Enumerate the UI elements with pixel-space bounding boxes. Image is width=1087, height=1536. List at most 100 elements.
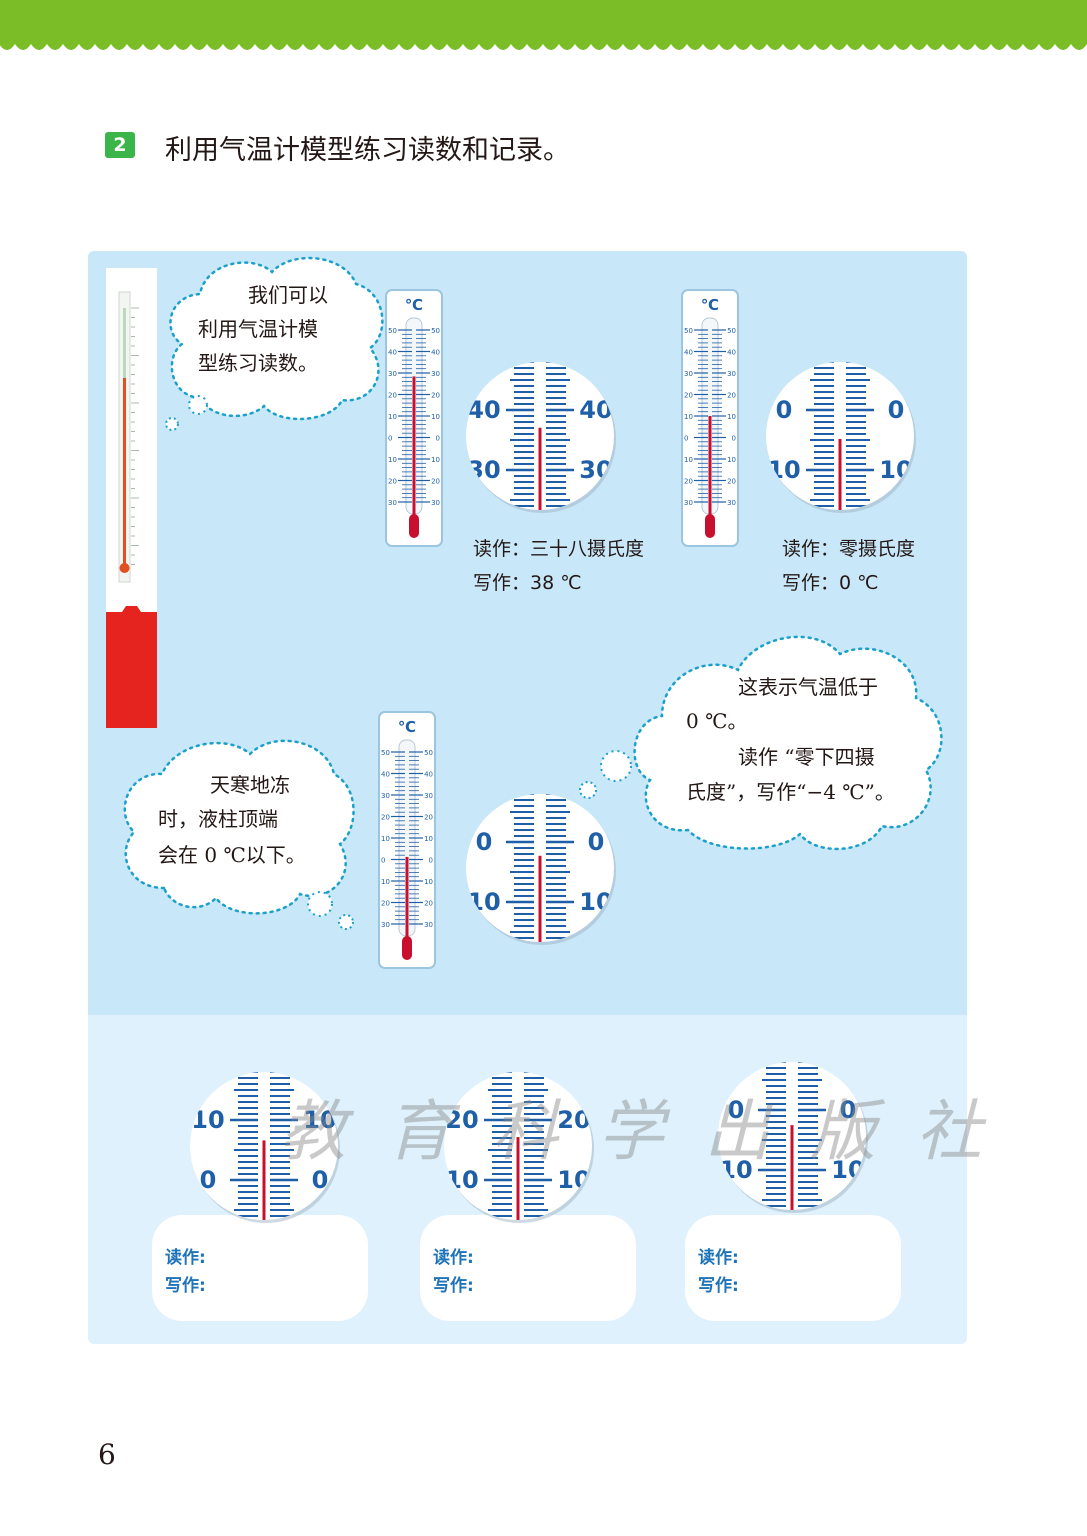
tick-label-left: 40 bbox=[684, 349, 693, 357]
zoom-tick-label-right: 0 bbox=[312, 1166, 329, 1194]
tick-label-left: 20 bbox=[381, 900, 390, 908]
bubble3-line-2: 时，液柱顶端 bbox=[158, 807, 278, 831]
zoom-tick-label-right: 0 bbox=[588, 828, 605, 856]
liquid-column bbox=[708, 416, 712, 524]
bubble2-line-2: 0 ℃。 bbox=[686, 709, 748, 733]
tick-label-right: 20 bbox=[424, 900, 433, 908]
zoom-tick-label-left: 0 bbox=[476, 828, 493, 856]
tick-label-right: 20 bbox=[431, 478, 440, 486]
example-1-write: 写作：38 ℃ bbox=[473, 572, 582, 594]
tick-label-left: 10 bbox=[388, 413, 397, 421]
tick-label-right: 0 bbox=[429, 857, 433, 865]
tick-label-left: 30 bbox=[684, 499, 693, 507]
unit-label: ℃ bbox=[701, 296, 719, 314]
example-2-read: 读作：零摄氏度 bbox=[782, 538, 916, 560]
tick-label-left: 10 bbox=[388, 456, 397, 464]
top-decorative-band bbox=[0, 0, 1087, 50]
real-thermometer-image bbox=[106, 268, 157, 728]
tick-label-right: 30 bbox=[727, 499, 736, 507]
page-number: 6 bbox=[98, 1438, 116, 1471]
tick-label-left: 20 bbox=[684, 392, 693, 400]
tick-label-right: 10 bbox=[424, 835, 433, 843]
tick-label-right: 0 bbox=[732, 435, 736, 443]
exercise-2-read-label: 读作: bbox=[433, 1248, 474, 1268]
bubble1-line-2: 利用气温计模 bbox=[198, 317, 318, 341]
liquid-column bbox=[790, 1125, 794, 1210]
tick-label-right: 10 bbox=[727, 413, 736, 421]
zoom-tick-label-right: 0 bbox=[888, 396, 905, 424]
thermometer-bulb bbox=[402, 936, 412, 960]
example-1-read: 读作：三十八摄氏度 bbox=[473, 538, 645, 560]
tick-label-left: 0 bbox=[684, 435, 688, 443]
answer-box-1 bbox=[152, 1215, 368, 1321]
zoom-tick-label-left: 30 bbox=[467, 456, 500, 484]
tick-label-right: 10 bbox=[424, 878, 433, 886]
publisher-watermark: 教育科学出版社 bbox=[280, 1093, 1022, 1170]
thermometer-bulb bbox=[409, 514, 419, 538]
tick-label-right: 50 bbox=[431, 327, 440, 335]
tick-label-right: 20 bbox=[727, 392, 736, 400]
tick-label-right: 10 bbox=[431, 456, 440, 464]
tick-label-right: 20 bbox=[424, 814, 433, 822]
liquid-column bbox=[405, 856, 409, 946]
tick-label-left: 30 bbox=[388, 499, 397, 507]
exercise-3-write-label: 写作: bbox=[698, 1276, 739, 1296]
tick-label-left: 20 bbox=[381, 814, 390, 822]
tick-label-left: 0 bbox=[388, 435, 392, 443]
exercise-2-write-label: 写作: bbox=[433, 1276, 474, 1296]
bubble1-line-1: 我们可以 bbox=[248, 283, 328, 307]
zoom-tick-label-left: 10 bbox=[767, 456, 800, 484]
tick-label-left: 10 bbox=[381, 878, 390, 886]
tick-label-right: 30 bbox=[424, 792, 433, 800]
unit-label: ℃ bbox=[405, 296, 423, 314]
example-2-write: 写作：0 ℃ bbox=[782, 572, 879, 594]
tick-label-left: 40 bbox=[388, 349, 397, 357]
tick-label-right: 0 bbox=[436, 435, 440, 443]
question-text: 利用气温计模型练习读数和记录。 bbox=[165, 135, 570, 166]
tick-label-left: 20 bbox=[388, 392, 397, 400]
bubble3-line-3: 会在 0 ℃以下。 bbox=[158, 843, 306, 867]
tick-label-left: 50 bbox=[381, 749, 390, 757]
thought-bubble-1 bbox=[165, 256, 384, 431]
tick-label-right: 30 bbox=[431, 499, 440, 507]
tick-label-left: 50 bbox=[684, 327, 693, 335]
tick-label-right: 40 bbox=[431, 349, 440, 357]
exercise-3-read-label: 读作: bbox=[698, 1248, 739, 1268]
liquid-column bbox=[838, 438, 842, 510]
zoom-tick-label-right: 40 bbox=[579, 396, 612, 424]
liquid-column bbox=[412, 376, 416, 524]
bubble1-line-3: 型练习读数。 bbox=[198, 351, 318, 375]
liquid-column bbox=[262, 1140, 266, 1220]
tick-label-left: 30 bbox=[381, 792, 390, 800]
tick-label-right: 30 bbox=[431, 370, 440, 378]
bubble2-line-4: 氏度”，写作“−4 ℃”。 bbox=[686, 780, 895, 804]
tick-label-right: 20 bbox=[431, 392, 440, 400]
tick-label-right: 10 bbox=[727, 456, 736, 464]
thermometer-bulb bbox=[705, 514, 715, 538]
tick-label-right: 20 bbox=[727, 478, 736, 486]
zoom-tick-label-left: 0 bbox=[728, 1096, 745, 1124]
tick-label-left: 30 bbox=[381, 921, 390, 929]
liquid-column bbox=[538, 427, 542, 510]
tick-label-right: 30 bbox=[424, 921, 433, 929]
tick-label-left: 30 bbox=[388, 370, 397, 378]
answer-box-2 bbox=[420, 1215, 636, 1321]
bubble2-line-3: 读作 “零下四摄 bbox=[738, 745, 875, 769]
tick-label-left: 50 bbox=[388, 327, 397, 335]
zoom-tick-label-right: 0 bbox=[840, 1096, 857, 1124]
zoom-tick-label-left: 0 bbox=[776, 396, 793, 424]
exercise-1-write-label: 写作: bbox=[165, 1276, 206, 1296]
tick-label-left: 0 bbox=[381, 857, 385, 865]
tick-label-left: 10 bbox=[684, 456, 693, 464]
tick-label-right: 50 bbox=[424, 749, 433, 757]
bubble3-line-1: 天寒地冻 bbox=[210, 773, 290, 797]
unit-label: ℃ bbox=[398, 718, 416, 736]
